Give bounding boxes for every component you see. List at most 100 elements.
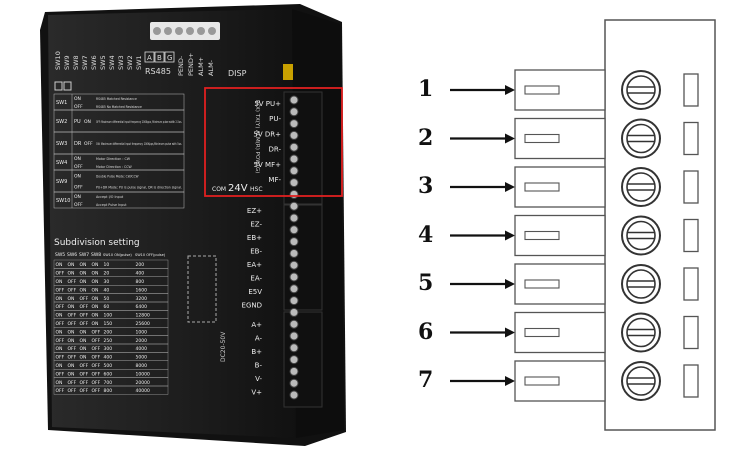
subdivision-cell: OFF: [80, 388, 89, 394]
subdivision-cell: ON: [92, 279, 99, 285]
subdivision-cell: OFF: [92, 363, 101, 369]
settings-desc: PU+DR Mode: PU is pulse signal, DR is di…: [96, 186, 182, 190]
screw: [289, 154, 299, 164]
subdivision-cell: ON: [56, 262, 63, 268]
settings-state: OFF: [74, 202, 83, 208]
subdivision-cell: ON: [80, 338, 87, 344]
screw: [289, 142, 299, 152]
subdivision-cell: OFF: [56, 321, 65, 327]
subdivision-cell: 20000: [136, 380, 150, 386]
subdivision-cell: 200: [136, 262, 145, 268]
subdivision-cell: ON: [92, 262, 99, 268]
screw: [289, 260, 299, 270]
subdivision-cell: OFF: [68, 287, 77, 293]
terminal-screw-head: [626, 269, 656, 299]
terminal-screw-head: [626, 366, 656, 396]
pulse-label: 5V MF+: [254, 161, 282, 169]
disp-label: DISP: [228, 69, 247, 78]
subdivision-cell: OFF: [80, 296, 89, 302]
terminal-screw-head: [626, 75, 656, 105]
encoder-label: EA-: [250, 275, 262, 283]
subdivision-cell: 700: [104, 380, 113, 386]
subdivision-cell: 12800: [136, 313, 150, 319]
status-led: [283, 64, 293, 80]
settings-desc: Accept I/O Input: [96, 195, 124, 199]
subdivision-cell: ON: [92, 271, 99, 277]
subdivision-cell: ON: [68, 363, 75, 369]
subdivision-cell: ON: [68, 304, 75, 310]
subdivision-cell: 800: [136, 279, 145, 285]
rs485-pin-label: G: [167, 54, 172, 62]
settings-desc: Motor Direction : CCW: [96, 165, 132, 169]
subdivision-cell: 300: [104, 346, 113, 352]
pin-slot: [524, 133, 560, 144]
subdivision-cell: 500: [104, 363, 113, 369]
screw: [289, 189, 299, 199]
screw: [289, 366, 299, 376]
screw: [289, 107, 299, 117]
terminal-screw-head: [626, 172, 656, 202]
terminal-window: [683, 170, 699, 204]
terminal-screw-head: [626, 123, 656, 154]
screw: [289, 248, 299, 258]
subdivision-cell: OFF: [92, 380, 101, 386]
settings-state: OFF: [74, 185, 83, 191]
screw: [289, 343, 299, 353]
screw: [289, 355, 299, 365]
terminal-screw-head: [626, 220, 656, 251]
subdivision-cell: ON: [92, 304, 99, 310]
settings-switch: SW2: [56, 119, 67, 125]
pulse-labels: 5V PU+PU-5V DR+DR-5V MF+MF-: [253, 100, 281, 184]
terminal-rows: [450, 69, 699, 402]
terminal-window: [683, 315, 699, 350]
subdivision-cell: 400: [136, 271, 145, 277]
subdivision-cell: OFF: [92, 346, 101, 352]
pin-arrow-head: [505, 133, 515, 144]
alarm-pin-label: ALM+: [197, 57, 205, 76]
subdivision-cell: 800: [104, 388, 113, 394]
settings-switch: SW9: [56, 179, 67, 185]
screw: [289, 213, 299, 223]
settings-switch: SW1: [56, 100, 67, 106]
subdivision-cell: OFF: [80, 380, 89, 386]
subdivision-cell: ON: [56, 346, 63, 352]
subdivision-cell: OFF: [56, 304, 65, 310]
subdivision-row: [53, 385, 169, 395]
subdivision-cell: ON: [56, 279, 63, 285]
terminal-diagram: [450, 19, 716, 431]
screw: [289, 95, 299, 105]
subdivision-cell: 5000: [136, 355, 148, 361]
subdivision-cell: 2000: [136, 338, 148, 344]
subdivision-cell: 40000: [136, 388, 150, 394]
subdivision-title: Subdivision setting: [54, 238, 140, 248]
switch-header: SW10: [54, 51, 62, 70]
subdivision-cell: ON: [80, 329, 87, 335]
pin-slot: [524, 327, 560, 338]
pin-slot: [524, 85, 560, 95]
settings-desc: Double Pulse Mode: CW/CCW: [96, 175, 139, 179]
subdivision-cell: ON: [56, 363, 63, 369]
pin-arrow-head: [505, 182, 515, 192]
subdivision-cell: ON: [80, 355, 87, 361]
subdivision-cell: OFF: [92, 338, 101, 344]
subdivision-cell: OFF: [80, 304, 89, 310]
encoder-label: EZ-: [250, 221, 262, 229]
driver-front-panel: [48, 9, 296, 438]
encoder-label: EB-: [250, 248, 262, 256]
subdivision-header: SW7: [79, 252, 89, 258]
pulse-label: 5V DR+: [253, 130, 281, 138]
subdivision-cell: OFF: [56, 371, 65, 377]
subdivision-cell: 600: [104, 371, 113, 377]
pin-number: 2: [418, 124, 434, 151]
encoder-label: EZ+: [247, 207, 262, 215]
subdivision-cell: 20: [104, 271, 110, 277]
settings-state: ON: [74, 194, 81, 200]
alarm-pin-label: PEND-: [177, 55, 185, 76]
manual-icon: [63, 81, 72, 91]
subdivision-cell: ON: [80, 271, 87, 277]
caution-icon: [54, 81, 63, 91]
switch-header: SW8: [72, 55, 80, 70]
subdivision-cell: OFF: [92, 371, 101, 377]
alarm-pin-label: ALM-: [207, 59, 215, 76]
